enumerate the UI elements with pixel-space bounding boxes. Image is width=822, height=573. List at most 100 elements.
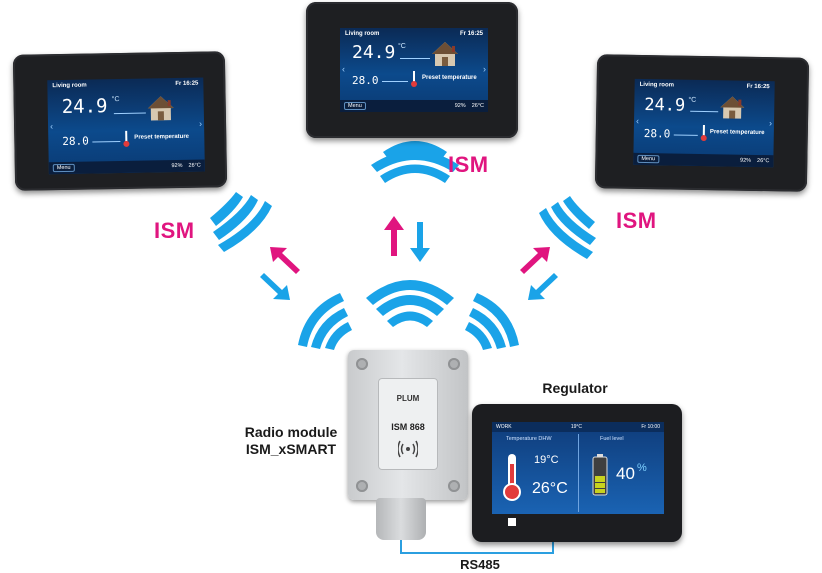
right-arrow-icon[interactable]: › — [198, 118, 203, 129]
radio-module-label: Radio module ISM_xSMART — [232, 424, 350, 458]
rs485-cable — [400, 540, 554, 554]
ism-label-center: ISM — [448, 152, 489, 177]
radio-module-label-line1: Radio module — [244, 424, 338, 440]
right-arrow-icon[interactable]: › — [483, 64, 486, 74]
left-arrow-icon[interactable]: ‹ — [635, 115, 640, 126]
arrow-up-right-magenta — [520, 247, 550, 274]
thermostat-screen: Living room Fr 16:25 ‹ › 24.9 °C 28.0 Pr… — [340, 28, 488, 112]
fuel-level-unit: % — [637, 462, 647, 474]
screw-icon — [448, 358, 460, 370]
preset-link-line — [673, 134, 698, 136]
ism-label-left: ISM — [154, 218, 195, 243]
screw-icon — [448, 480, 460, 492]
arrow-down-right-blue — [260, 273, 290, 300]
dhw-label: Temperature DHW — [506, 436, 552, 442]
thermometer-icon — [123, 130, 130, 147]
wave-module-top — [366, 280, 454, 327]
room-name: Living room — [345, 31, 380, 37]
humidity-value: 92% — [171, 162, 183, 170]
regulator-device: WORK 19°C Fr 10:00 Temperature DHW Fuel … — [472, 404, 682, 542]
humidity-value: 92% — [739, 157, 752, 164]
clock: Fr 16:25 — [175, 80, 199, 88]
temperature-unit: °C — [398, 43, 406, 50]
outdoor-temperature: 26°C — [471, 103, 484, 109]
screen-footer: Menu 92% 26°C — [340, 100, 488, 112]
status-icons: 92% 26°C — [740, 158, 769, 165]
left-arrow-icon[interactable]: ‹ — [49, 121, 54, 132]
regulator-header: WORK 19°C Fr 10:00 — [492, 422, 664, 432]
battery-icon — [592, 454, 608, 496]
menu-button[interactable]: Menu — [344, 102, 366, 110]
wave-top-center — [371, 141, 459, 183]
dhw-actual-value: 26°C — [532, 480, 568, 497]
module-model: ISM 868 — [391, 422, 425, 432]
humidity-value: 92% — [454, 103, 466, 109]
clock: Fr 16:25 — [746, 83, 770, 91]
radio-module-device: PLUM ISM 868 — [348, 350, 468, 500]
regulator-clock: Fr 10:00 — [641, 424, 660, 430]
menu-button[interactable]: Menu — [52, 163, 75, 173]
fuel-label: Fuel level — [600, 436, 624, 442]
room-name: Living room — [639, 81, 675, 89]
temperature-unit: °C — [111, 96, 120, 104]
preset-label: Preset temperature — [422, 75, 477, 81]
arrow-up-magenta-center — [384, 216, 404, 256]
arrow-up-left-magenta — [270, 247, 300, 274]
arrow-down-blue-center — [410, 222, 430, 262]
current-temperature: 24.9 — [61, 95, 108, 119]
right-arrow-icon[interactable]: › — [768, 118, 773, 129]
wave-module-left — [298, 293, 352, 350]
status-icons: 92% 26°C — [171, 163, 200, 170]
status-icons: 92% 26°C — [455, 103, 484, 109]
fuel-level-value: 40 — [616, 464, 635, 483]
outdoor-temperature: 26°C — [756, 157, 770, 165]
left-arrow-icon[interactable]: ‹ — [342, 64, 345, 74]
preset-value: 28.0 — [643, 126, 671, 141]
wireless-icon — [398, 440, 418, 458]
temperature-link-line — [113, 112, 146, 115]
regulator-button[interactable] — [508, 518, 516, 526]
house-icon — [432, 42, 458, 66]
clock: Fr 16:25 — [459, 31, 483, 37]
temperature-link-line — [690, 110, 719, 113]
cable-gland — [376, 498, 426, 540]
preset-link-line — [382, 81, 408, 82]
thermometer-icon — [503, 454, 521, 501]
room-name: Living room — [52, 82, 87, 90]
screen-footer: Menu 92% 26°C — [48, 159, 205, 175]
screen-header: Living room Fr 16:25 — [635, 79, 775, 93]
preset-value: 28.0 — [62, 134, 89, 149]
wave-right-thermostat — [539, 196, 596, 259]
screen-header: Living room Fr 16:25 — [47, 78, 203, 93]
current-temperature: 24.9 — [352, 42, 396, 63]
thermostat-right: Living room Fr 16:25 ‹ › 24.9 °C 28.0 Pr… — [594, 54, 810, 192]
thermostat-center: Living room Fr 16:25 ‹ › 24.9 °C 28.0 Pr… — [306, 2, 518, 138]
radio-module-label-line2: ISM_xSMART — [245, 441, 337, 457]
preset-label: Preset temperature — [709, 129, 765, 137]
preset-link-line — [92, 140, 121, 143]
house-icon — [147, 96, 174, 121]
temperature-unit: °C — [688, 96, 697, 104]
screen-divider — [578, 434, 579, 512]
regulator-label: Regulator — [542, 380, 608, 396]
thermometer-icon — [700, 125, 707, 142]
ism-label-right: ISM — [616, 208, 657, 233]
dhw-set-value: 19°C — [534, 454, 559, 466]
preset-label: Preset temperature — [134, 133, 190, 141]
regulator-screen: WORK 19°C Fr 10:00 Temperature DHW Fuel … — [492, 422, 664, 514]
regulator-mode: WORK — [496, 424, 512, 430]
module-brand: PLUM — [396, 394, 420, 403]
screen-footer: Menu 92% 26°C — [633, 152, 774, 168]
thermostat-screen: Living room Fr 16:25 ‹ › 24.9 °C 28.0 Pr… — [47, 77, 205, 175]
screw-icon — [356, 480, 368, 492]
house-icon — [720, 96, 745, 119]
menu-button[interactable]: Menu — [637, 154, 660, 164]
temperature-link-line — [400, 58, 430, 59]
screen-header: Living room Fr 16:25 — [340, 28, 488, 40]
preset-value: 28.0 — [352, 74, 379, 87]
arrow-down-left-blue — [528, 273, 558, 300]
thermostat-left: Living room Fr 16:25 ‹ › 24.9 °C 28.0 Pr… — [12, 51, 228, 191]
wave-module-right — [465, 293, 519, 350]
wave-left-thermostat — [210, 192, 272, 252]
